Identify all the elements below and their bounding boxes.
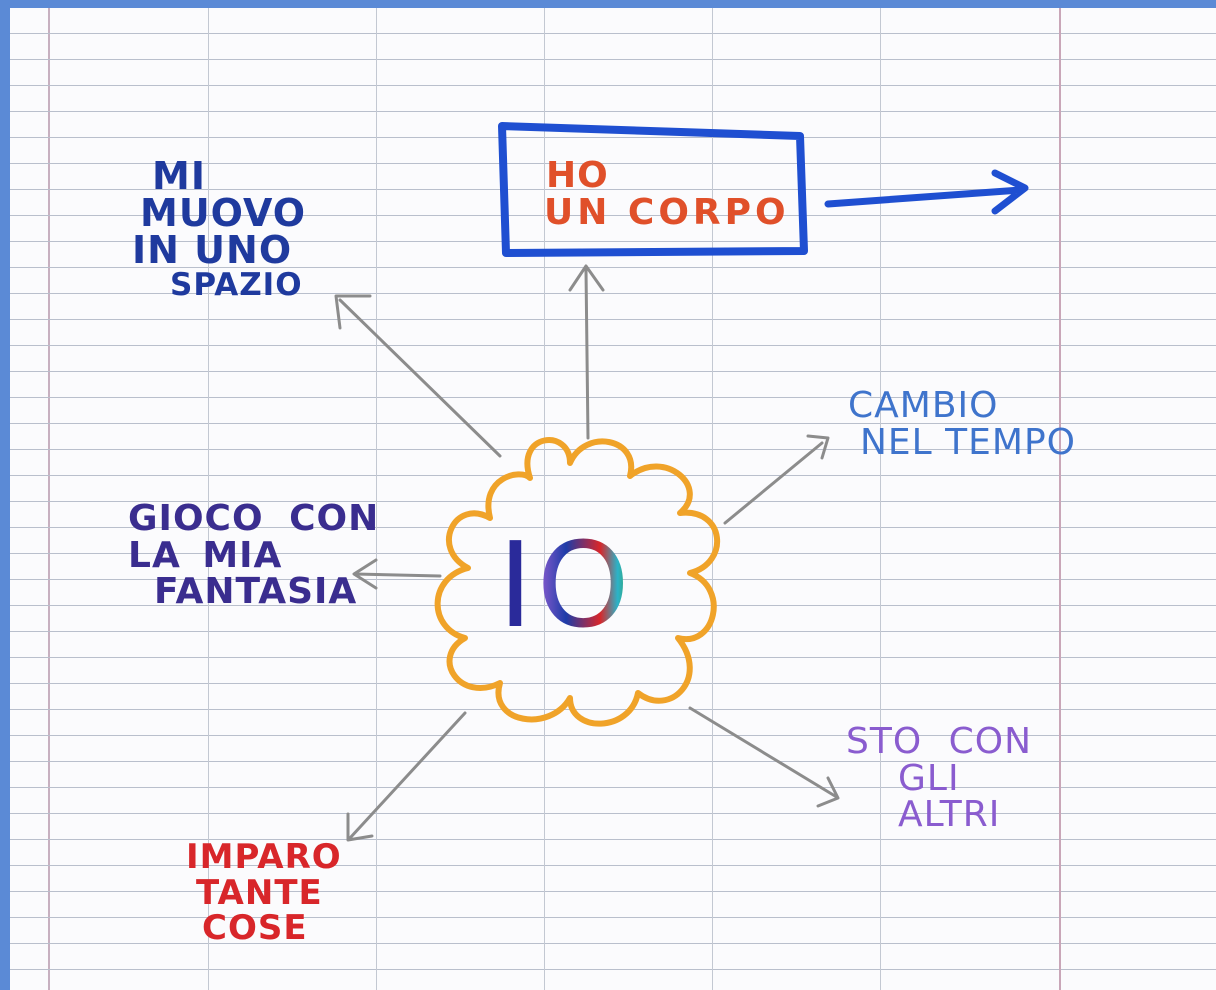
arrow-to-fantasia <box>352 558 442 590</box>
grid-line <box>208 8 209 990</box>
arrow-to-imparo <box>346 711 467 842</box>
node-corpo-line: UN CORPO <box>544 191 790 233</box>
node-spazio: MI MUOVO IN UNO SPAZIO <box>132 154 306 303</box>
center-label-io: IO <box>498 526 634 644</box>
center-text: IO <box>498 516 634 654</box>
node-fantasia-line: LA MIA <box>128 534 283 576</box>
node-imparo-line: TANTE <box>196 872 323 913</box>
node-imparo-line: IMPARO <box>186 837 342 877</box>
arrow-to-corpo <box>568 264 605 440</box>
node-spazio-line: IN UNO <box>132 228 293 273</box>
corpo-box <box>498 122 808 257</box>
node-imparo: IMPARO TANTE COSE <box>186 837 342 949</box>
flower-outline <box>434 437 720 727</box>
arrow-to-tempo <box>723 434 830 525</box>
node-tempo-line: CAMBIO <box>848 385 999 426</box>
grid-line <box>712 8 713 990</box>
grid-line <box>544 8 545 990</box>
node-altri-line: GLI <box>898 757 960 799</box>
node-fantasia: GIOCO CON LA MIA FANTASIA <box>128 498 380 613</box>
grid-line <box>880 8 881 990</box>
node-corpo: HO UN CORPO <box>544 155 790 233</box>
arrow-to-altri <box>688 706 840 808</box>
margin-line <box>1059 8 1061 990</box>
node-spazio-line: MUOVO <box>140 191 306 236</box>
node-altri-line: STO CON <box>846 721 1033 762</box>
mind-map-drawing <box>334 122 1029 842</box>
corpo-arrow-right <box>824 169 1029 215</box>
node-imparo-line: COSE <box>202 908 308 949</box>
node-tempo-line: NEL TEMPO <box>860 421 1077 463</box>
node-altri-line: ALTRI <box>898 794 1001 836</box>
node-fantasia-line: GIOCO CON <box>128 498 380 539</box>
node-fantasia-line: FANTASIA <box>154 571 358 613</box>
node-tempo: CAMBIO NEL TEMPO <box>848 385 1077 463</box>
arrow-to-spazio <box>334 294 502 458</box>
node-spazio-line: MI <box>152 154 206 198</box>
node-corpo-line: HO <box>546 155 609 196</box>
grid-line <box>376 8 377 990</box>
node-spazio-line: SPAZIO <box>170 266 303 303</box>
node-altri: STO CON GLI ALTRI <box>846 721 1033 836</box>
